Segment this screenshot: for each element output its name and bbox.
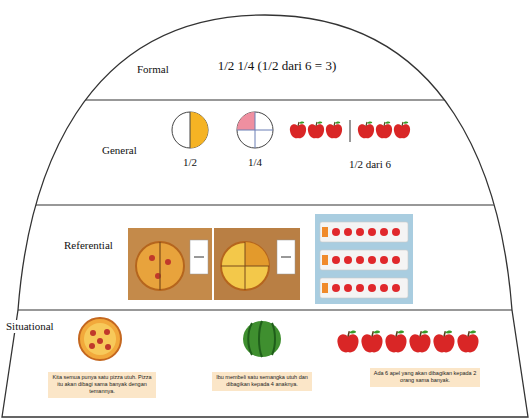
pepperoni xyxy=(97,338,103,344)
photo-board xyxy=(128,228,212,300)
apple xyxy=(308,121,324,138)
cut-line xyxy=(221,266,269,267)
photo-board xyxy=(214,228,300,300)
apple xyxy=(394,121,410,138)
apple xyxy=(385,331,406,353)
pepperoni xyxy=(149,255,155,261)
egg-strip xyxy=(320,278,408,298)
pyramid-level: Formal 1/2 1/4 (1/2 dari 6 = 3) xyxy=(0,15,530,100)
fraction-label: 1/2 xyxy=(175,156,205,169)
pizza-cheese xyxy=(84,323,116,355)
half-circle xyxy=(172,112,208,148)
photo-card xyxy=(190,240,208,274)
pyramid-level: SituationalKita semua punya satu pizza u… xyxy=(0,310,530,419)
apple-group xyxy=(457,331,478,353)
melon-stripe xyxy=(272,323,275,355)
photo-pizza xyxy=(136,242,184,290)
pyramid-level: Referential xyxy=(0,205,530,310)
melon-stripe xyxy=(248,323,252,355)
level-name: Referential xyxy=(62,239,115,252)
watermelon xyxy=(243,321,281,357)
half-fill xyxy=(190,112,208,148)
photo-quarter xyxy=(245,242,269,266)
apple-group xyxy=(361,331,382,353)
story-text: Ibu membeli satu semangka utuh dan dibag… xyxy=(215,374,309,388)
fraction-label: 1/2 dari 6 xyxy=(316,158,424,171)
pyramid-outline xyxy=(2,15,528,417)
photo-card xyxy=(277,240,295,274)
apple xyxy=(361,331,382,353)
egg-strip xyxy=(320,250,408,270)
story-box: Ibu membeli satu semangka utuh dan dibag… xyxy=(212,372,312,391)
story-box: Ada 6 apel yang akan dibagikan kepada 2 … xyxy=(370,368,480,387)
level-name: Situational xyxy=(4,320,56,333)
pepperoni xyxy=(104,329,110,335)
group-divider xyxy=(350,120,351,142)
story-text: Ada 6 apel yang akan dibagikan kepada 2 … xyxy=(373,370,477,384)
pepperoni xyxy=(165,259,171,265)
card-bar xyxy=(194,257,204,258)
fraction-label: 1/4 xyxy=(240,156,270,169)
level-divider xyxy=(0,309,530,310)
quarter-line xyxy=(237,130,273,131)
story-box: Kita semua punya satu pizza utuh. Pizza … xyxy=(48,372,156,398)
cut-line xyxy=(159,242,160,290)
story-text: Kita semua punya satu pizza utuh. Pizza … xyxy=(51,374,153,395)
pepperoni xyxy=(89,343,95,349)
apple xyxy=(337,331,358,353)
apple-group xyxy=(409,331,430,353)
apple xyxy=(358,121,374,138)
pyramid-level: General 1/2 1/4 1/2 dari 6 xyxy=(0,100,530,205)
photo-tray-ground xyxy=(315,214,413,304)
apple xyxy=(290,121,306,138)
apple xyxy=(457,331,478,353)
pizza xyxy=(79,318,121,360)
level-divider xyxy=(0,99,530,100)
apple xyxy=(433,331,454,353)
egg-strip xyxy=(320,222,408,242)
apple-group xyxy=(337,331,358,353)
quarter-fill xyxy=(237,112,255,130)
pepperoni xyxy=(90,330,96,336)
level-dividers xyxy=(0,100,530,310)
apple xyxy=(326,121,342,138)
apple-group xyxy=(385,331,406,353)
quarter-circle xyxy=(237,112,273,148)
level-name: General xyxy=(100,144,139,157)
half-line xyxy=(190,112,191,148)
card-bar xyxy=(281,257,291,258)
apple xyxy=(409,331,430,353)
pepperoni xyxy=(105,344,111,350)
melon-stripe xyxy=(259,321,262,357)
apple-group xyxy=(433,331,454,353)
level-name: Formal xyxy=(135,63,171,76)
apple xyxy=(376,121,392,138)
photo-pizza xyxy=(221,242,269,290)
formal-expression: 1/2 1/4 (1/2 dari 6 = 3) xyxy=(190,59,364,74)
level-divider xyxy=(0,204,530,205)
